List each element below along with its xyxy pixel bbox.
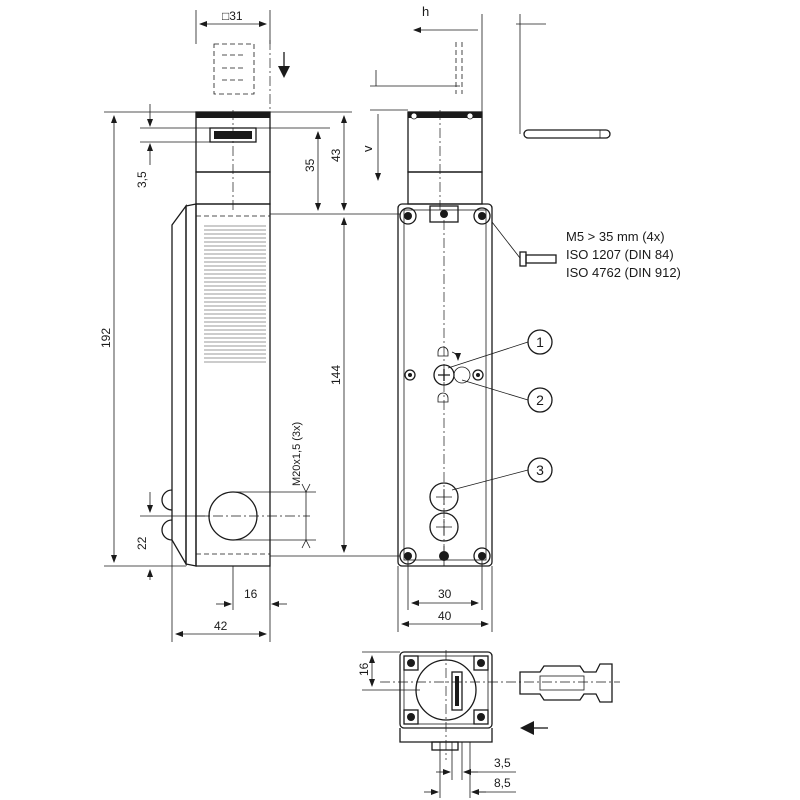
svg-text:1: 1 xyxy=(536,334,544,350)
dim-3-5-bottom: 3,5 xyxy=(494,756,511,770)
cover-ribbing xyxy=(204,225,266,363)
label-v: v xyxy=(360,145,375,152)
insertion-arrow-down xyxy=(278,52,290,78)
svg-text:3: 3 xyxy=(536,462,544,478)
insertion-arrow-left xyxy=(520,721,548,735)
dim-8-5: 8,5 xyxy=(494,776,511,790)
dim-top-width: □31 xyxy=(222,9,243,23)
dim-43: 43 xyxy=(329,148,343,162)
dim-144: 144 xyxy=(329,365,343,385)
front-cable-entry-2 xyxy=(429,512,459,542)
front-main-body xyxy=(397,203,493,567)
front-view: 30 40 h v xyxy=(360,4,611,632)
actuator-profile xyxy=(516,14,611,139)
dim-3-5-top: 3,5 xyxy=(135,171,149,188)
dim-40: 40 xyxy=(438,609,452,623)
callout-3: 3 xyxy=(451,457,553,491)
dim-thread: M20x1,5 (3x) xyxy=(291,422,303,486)
dim-16-side: 16 xyxy=(244,587,258,601)
actuator-head-dashed xyxy=(213,43,255,95)
bottom-view: 16 3,5 8,5 xyxy=(357,650,620,798)
dim-30: 30 xyxy=(438,587,452,601)
dim-22: 22 xyxy=(135,536,149,550)
side-main-body xyxy=(161,203,310,567)
svg-text:2: 2 xyxy=(536,392,544,408)
front-cable-entry-1 xyxy=(429,482,459,512)
approach-h: h xyxy=(413,4,483,112)
label-h: h xyxy=(422,4,429,19)
dim-16-bottom: 16 xyxy=(357,662,371,676)
dim-42: 42 xyxy=(214,619,228,633)
callout-1: 1 xyxy=(447,329,553,369)
front-head-block xyxy=(407,111,483,173)
callout-2: 2 xyxy=(461,379,553,413)
actuator-tongue xyxy=(519,663,613,703)
screw-note-line2: ISO 1207 (DIN 84) xyxy=(566,247,674,262)
approach-v: v xyxy=(360,70,460,181)
auxiliary-release xyxy=(433,346,471,403)
screw-note-line1: M5 > 35 mm (4x) xyxy=(566,229,665,244)
side-view: □31 3,5 192 35 43 144 M20x1,5 (3x) xyxy=(99,9,400,642)
dim-35: 35 xyxy=(303,158,317,172)
screw-note: M5 > 35 mm (4x) ISO 1207 (DIN 84) ISO 47… xyxy=(491,221,681,280)
screw-note-line3: ISO 4762 (DIN 912) xyxy=(566,265,681,280)
dim-192: 192 xyxy=(99,328,113,348)
